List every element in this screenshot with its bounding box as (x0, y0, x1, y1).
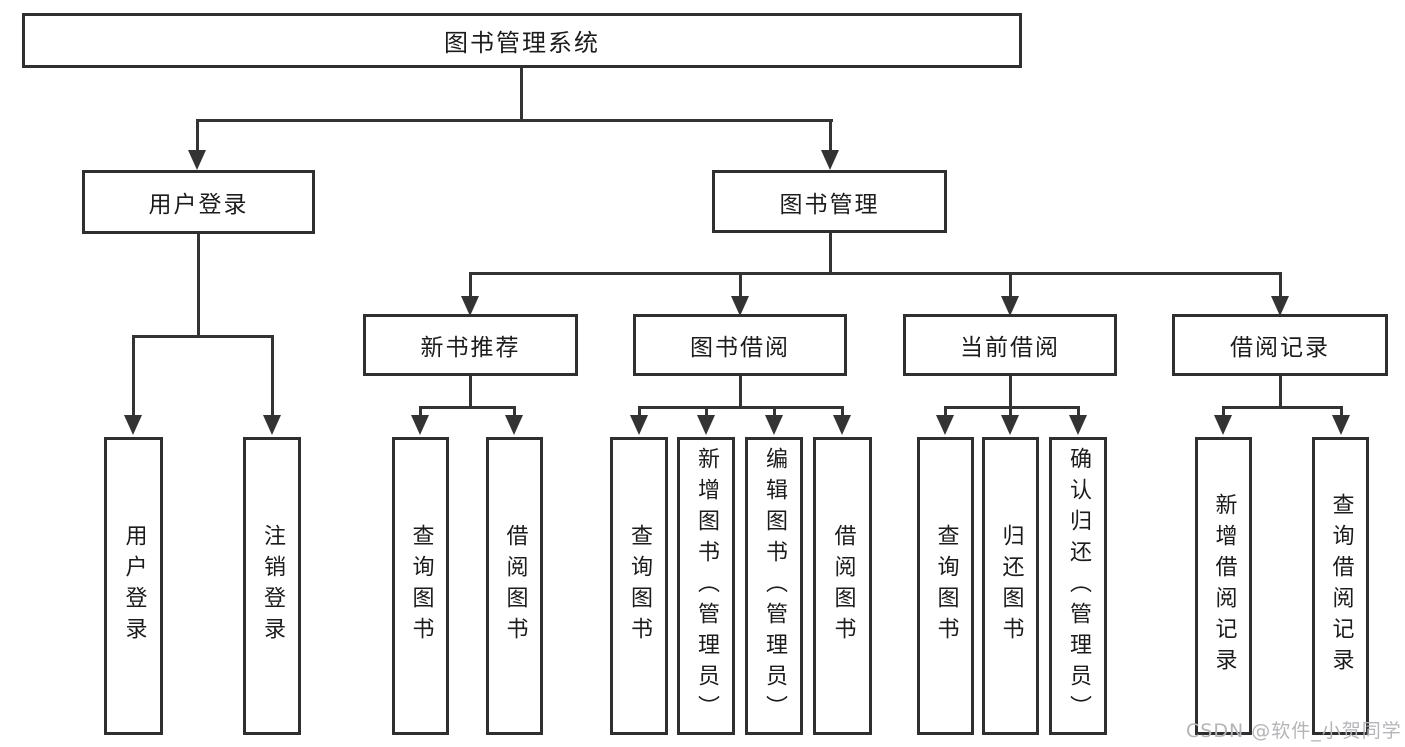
connector-records-drop (1222, 406, 1225, 417)
arrowhead-down-icon (731, 296, 749, 316)
node-book-borrow: 图书借阅 (633, 314, 847, 376)
connector-currentborrow-stem (1009, 376, 1012, 408)
connector-bookborrow-stem (739, 376, 742, 408)
node-current-borrow-label: 当前借阅 (960, 335, 1060, 361)
leaf-query-books-label: 查询图书 (408, 524, 434, 648)
connector-bookborrow-drop (705, 406, 708, 417)
arrowhead-down-icon (411, 415, 429, 435)
leaf-add-borrow-record: 新增借阅记录 (1195, 437, 1252, 735)
arrowhead-down-icon (1001, 415, 1019, 435)
leaf-add-book-admin: 新增图书（管理员） (677, 437, 735, 735)
node-borrow-records: 借阅记录 (1172, 314, 1388, 376)
connector-bookborrow-drop (773, 406, 776, 417)
connector-bookborrow-drop (841, 406, 844, 417)
leaf-confirm-return-admin-label: 确认归还（管理员） (1066, 446, 1091, 726)
leaf-query-borrow-record: 查询借阅记录 (1312, 437, 1369, 735)
node-current-borrow: 当前借阅 (903, 314, 1117, 376)
arrowhead-down-icon (821, 150, 839, 170)
leaf-query-books-label: 查询图书 (933, 524, 959, 648)
node-new-book-recommend: 新书推荐 (363, 314, 578, 376)
leaf-query-books-borrow: 查询图书 (610, 437, 668, 735)
connector-userlogin-stem (197, 234, 200, 338)
node-borrow-records-label: 借阅记录 (1230, 335, 1330, 361)
leaf-add-book-admin-label: 新增图书（管理员） (694, 446, 719, 726)
arrowhead-down-icon (263, 415, 281, 435)
node-book-borrow-label: 图书借阅 (690, 335, 790, 361)
connector-root-left-drop (196, 119, 199, 153)
arrowhead-down-icon (833, 415, 851, 435)
leaf-borrow-books: 借阅图书 (813, 437, 872, 735)
csdn-watermark: CSDN @软件_小贺同学 (1186, 720, 1402, 742)
leaf-return-book-label: 归还图书 (998, 524, 1024, 648)
connector-bookborrow-drop (638, 406, 641, 417)
leaf-logout-label: 注销登录 (260, 524, 285, 648)
connector-newbook-stem (469, 376, 472, 408)
connector-records-stem (1279, 376, 1282, 408)
node-user-login-label: 用户登录 (148, 192, 249, 218)
arrowhead-down-icon (1332, 415, 1350, 435)
connector-userlogin-cross (132, 335, 274, 338)
connector-currentborrow-drop (1009, 406, 1012, 417)
connector-root-stem (520, 68, 523, 122)
node-new-book-recommend-label: 新书推荐 (420, 335, 521, 361)
leaf-borrow-books-label: 借阅图书 (502, 524, 528, 648)
leaf-borrow-books-recommend: 借阅图书 (486, 437, 543, 735)
arrowhead-down-icon (124, 415, 142, 435)
arrowhead-down-icon (697, 415, 715, 435)
leaf-edit-book-admin: 编辑图书（管理员） (745, 437, 803, 735)
node-book-management: 图书管理 (712, 170, 947, 233)
connector-currentborrow-drop (1077, 406, 1080, 417)
connector-records-cross (1222, 406, 1342, 409)
node-book-management-label: 图书管理 (779, 191, 880, 218)
connector-bookmgmt-drop (739, 272, 742, 298)
connector-newbook-drop (513, 406, 516, 417)
arrowhead-down-icon (188, 150, 206, 170)
connector-bookmgmt-drop (469, 272, 472, 298)
arrowhead-down-icon (1271, 296, 1289, 316)
node-user-login: 用户登录 (82, 170, 315, 234)
connector-currentborrow-drop (944, 406, 947, 417)
connector-bookmgmt-drop (1009, 272, 1012, 298)
connector-records-drop (1340, 406, 1343, 417)
connector-root-cross (196, 119, 833, 122)
node-root: 图书管理系统 (22, 13, 1022, 68)
node-root-label: 图书管理系统 (444, 29, 600, 57)
connector-userlogin-drop (271, 335, 274, 417)
leaf-borrow-books-label: 借阅图书 (830, 524, 856, 648)
leaf-query-books-label: 查询图书 (627, 524, 652, 648)
leaf-query-books-current: 查询图书 (917, 437, 974, 735)
arrowhead-down-icon (1001, 296, 1019, 316)
leaf-edit-book-admin-label: 编辑图书（管理员） (762, 446, 787, 726)
leaf-user-login-label: 用户登录 (121, 524, 147, 648)
arrowhead-down-icon (630, 415, 648, 435)
arrowhead-down-icon (1214, 415, 1232, 435)
connector-root-right-drop (829, 119, 832, 153)
connector-bookborrow-cross (638, 406, 844, 409)
leaf-query-books-recommend: 查询图书 (392, 437, 449, 735)
arrowhead-down-icon (505, 415, 523, 435)
arrowhead-down-icon (1069, 415, 1087, 435)
connector-currentborrow-cross (944, 406, 1080, 409)
connector-newbook-drop (419, 406, 422, 417)
leaf-query-borrow-record-label: 查询借阅记录 (1328, 493, 1354, 679)
connector-bookmgmt-stem (829, 233, 832, 275)
leaf-return-book: 归还图书 (982, 437, 1039, 735)
connector-userlogin-drop (132, 335, 135, 417)
leaf-logout: 注销登录 (243, 437, 301, 735)
leaf-add-borrow-record-label: 新增借阅记录 (1211, 493, 1237, 679)
arrowhead-down-icon (936, 415, 954, 435)
connector-bookmgmt-cross (469, 272, 1282, 275)
arrowhead-down-icon (765, 415, 783, 435)
leaf-confirm-return-admin: 确认归还（管理员） (1049, 437, 1107, 735)
arrowhead-down-icon (461, 296, 479, 316)
connector-newbook-cross (419, 406, 516, 409)
connector-bookmgmt-drop (1279, 272, 1282, 298)
leaf-user-login: 用户登录 (104, 437, 163, 735)
